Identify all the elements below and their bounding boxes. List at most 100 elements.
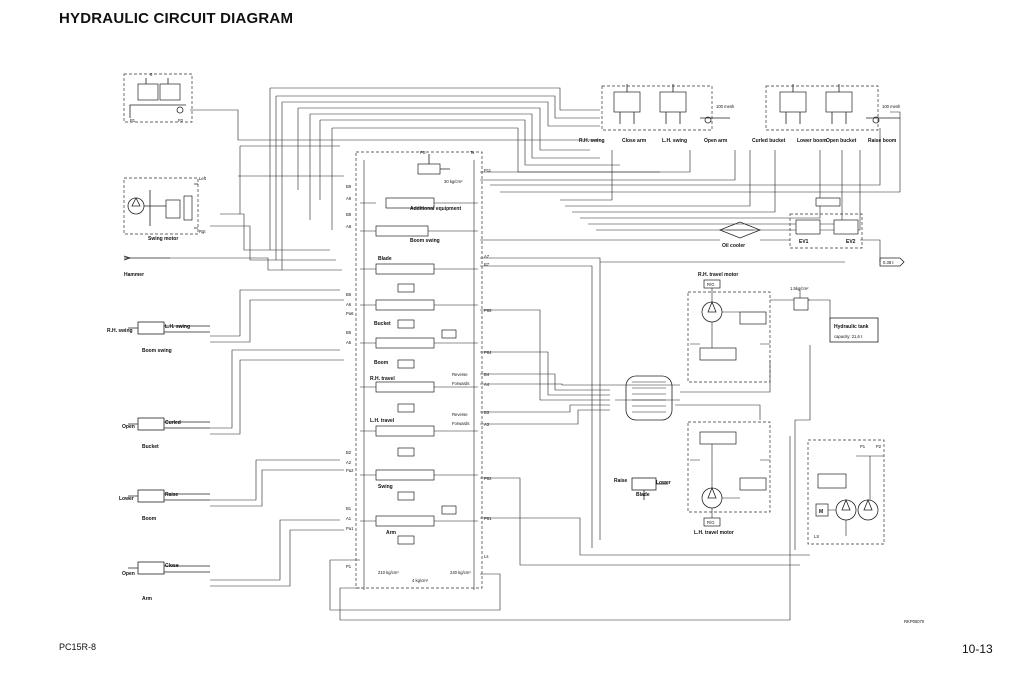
port-label: B8 (346, 212, 352, 217)
close-arm-label: Close (165, 563, 179, 569)
swing-motor: Left Rgt Swing motor (123, 176, 207, 242)
port-label: A3 (484, 422, 490, 427)
raise-boom-label: Raise (165, 492, 179, 498)
additional-equipment-label: Additional equipment (410, 206, 461, 212)
left-port-label: Left (199, 176, 207, 181)
pressure-038-label: 0.38 ℓ (883, 260, 894, 265)
blade-label: Blade (636, 492, 650, 498)
arm-valve-label: Arm (386, 530, 397, 536)
accumulator-tag: 0.38 ℓ (879, 257, 905, 267)
reverse-label-1: Reverse (452, 372, 468, 377)
bucket-cylinder: Open Curled Bucket (122, 417, 210, 450)
svg-text:PS: PS (420, 150, 426, 155)
port-label: B9 (346, 184, 352, 189)
mesh-label-2: 100 mesh (882, 104, 901, 109)
hammer-label: Hammer (124, 272, 144, 278)
arm-label: Arm (142, 596, 153, 602)
port-label: B6 (346, 292, 352, 297)
hammer-port: Hammer (123, 255, 170, 278)
boom-swing-cylinder: R.H. swing L.H. swing Boom swing (107, 321, 210, 354)
pressure-30-label: 30 kg/cm² (444, 179, 463, 184)
open-bucket-label: Open (122, 424, 135, 430)
pump-unit: M LS P1 P2 (807, 439, 885, 545)
lh-travel-motor: R/G L.H. travel motor (687, 421, 771, 536)
boom-cylinder: Lower Raise Boom (119, 489, 210, 522)
swing-motor-label: Swing motor (148, 236, 178, 242)
port-label: P84 (484, 350, 492, 355)
hydraulic-tank: Hydraulic tank capacity: 21,6 ℓ (829, 317, 879, 343)
svg-text:P2: P2 (876, 444, 882, 449)
lh-swing-top-label: L.H. swing (662, 138, 687, 144)
svg-text:M: M (819, 509, 823, 515)
port-label: A2 (346, 460, 352, 465)
rg-label-2: R/G (707, 520, 714, 525)
port-label: A8 (346, 224, 352, 229)
svg-text:P1: P1 (860, 444, 866, 449)
arm-cylinder: Open Close Arm (122, 561, 210, 602)
lower-blade-label: Lower (656, 480, 671, 486)
port-label: B1 (346, 506, 352, 511)
svg-text:LS: LS (814, 534, 819, 539)
lower-boom-label: Lower (119, 496, 134, 502)
rh-travel-motor: R.H. travel motor R/G (687, 272, 771, 383)
oil-cooler: Oil cooler (718, 221, 762, 249)
ev1-label: EV1 (799, 239, 809, 245)
port-label: Pa6 (346, 311, 354, 316)
port-label: A1 (346, 516, 352, 521)
right-port-labels: P11 A7 B7 P86 P84 B4 A4 B3 A3 P82 P81 Ls (484, 168, 492, 559)
pressure-210-label: 210 kg/cm² (378, 570, 399, 575)
pilot-control-right: 100 mesh Curled bucket Lower boom Open b… (752, 84, 901, 144)
boom-valve-label: Boom (374, 360, 389, 366)
bucket-valve-label: Bucket (374, 321, 391, 327)
port-label: P11 (484, 168, 492, 173)
port-label: A5 (346, 340, 352, 345)
port-label: A9 (346, 196, 352, 201)
forwards-label-2: Forwards (452, 421, 469, 426)
pressure-240-label: 240 kg/cm² (450, 570, 471, 575)
forwards-label-1: Forwards (452, 381, 469, 386)
port-label: Pa1 (346, 526, 354, 531)
port-label: Pa2 (346, 468, 354, 473)
rh-swing-top-label: R.H. swing (579, 138, 605, 144)
port-label: A7 (484, 254, 490, 259)
svg-text:Ts: Ts (470, 150, 474, 155)
rg-label-1: R/G (707, 282, 714, 287)
curled-bucket-top-label: Curled bucket (752, 138, 786, 144)
reverse-label-2: Reverse (452, 412, 468, 417)
blade-valve-label: Blade (378, 256, 392, 262)
close-arm-top-label: Close arm (622, 138, 647, 144)
left-port-labels: B9 A9 B8 A8 B6 A6 Pa6 B5 A5 B2 A2 Pa2 B1… (346, 184, 354, 569)
lh-swing-label: L.H. swing (165, 324, 190, 330)
drawing-code: RKP05070 (904, 619, 925, 624)
svg-text:P2: P2 (178, 118, 184, 123)
tank-capacity-label: capacity: 21,6 ℓ (834, 334, 863, 339)
boom-label: Boom (142, 516, 157, 522)
curled-bucket-label: Curled (165, 420, 181, 426)
bucket-label: Bucket (142, 444, 159, 450)
svg-text:0: 0 (150, 72, 153, 77)
port-label: A4 (484, 382, 490, 387)
pipe-network (170, 87, 901, 621)
right-port-label: Rgt (199, 229, 206, 234)
swivel-joint (625, 375, 673, 421)
lower-boom-top-label: Lower boom (797, 138, 827, 144)
boom-swing-label: Boom swing (142, 348, 172, 354)
port-label: P81 (484, 516, 492, 521)
pressure-4-label: 4 kg/cm² (412, 578, 429, 583)
pilot-control-left: 100 mesh R.H. swing Close arm L.H. swing… (579, 84, 735, 144)
model-code: PC15R-8 (59, 642, 97, 652)
open-arm-top-label: Open arm (704, 138, 728, 144)
page-title: HYDRAULIC CIRCUIT DIAGRAM (59, 10, 294, 27)
port-label: A6 (346, 302, 352, 307)
lh-travel-motor-label: L.H. travel motor (694, 530, 734, 536)
spools (360, 197, 478, 545)
port-label: P82 (484, 476, 492, 481)
pressure-15-label: 1.5kg/cm² (790, 286, 809, 291)
mesh-label-1: 100 mesh (716, 104, 735, 109)
raise-boom-top-label: Raise boom (868, 138, 897, 144)
ev2-label: EV2 (846, 239, 856, 245)
port-label: P86 (484, 308, 492, 313)
main-control-valve: 30 kg/cm² PS Ts Additional equipment (346, 150, 492, 590)
pressure-switch: 1.5kg/cm² (790, 286, 809, 311)
